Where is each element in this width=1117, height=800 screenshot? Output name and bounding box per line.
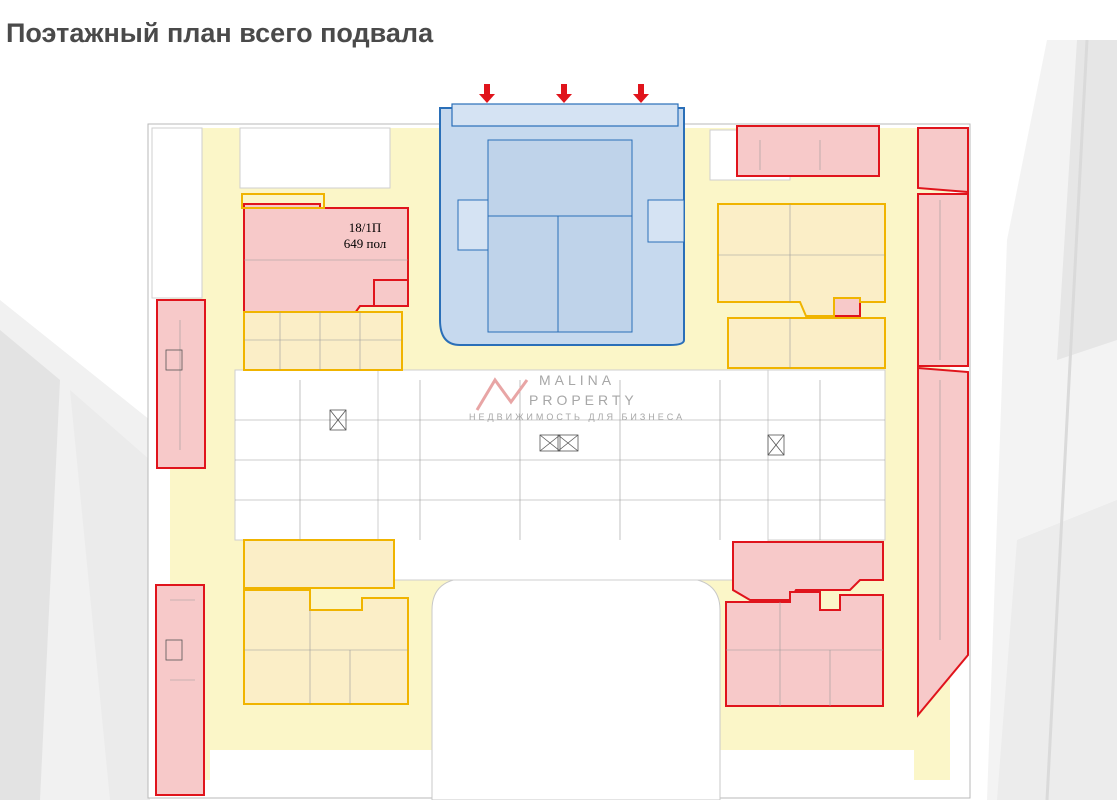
parking-area: [439, 103, 685, 346]
arrow-down-icon: [633, 84, 649, 103]
unit-label: 18/1П 649 пол: [330, 220, 400, 252]
brand-name-top: MALINA: [539, 372, 616, 388]
arrow-down-icon: [556, 84, 572, 103]
entrance-arrows: [479, 84, 649, 103]
page-title: Поэтажный план всего подвала: [6, 18, 434, 48]
room-partitions: [170, 140, 941, 706]
brand-watermark: MALINA PROPERTY НЕДВИЖИМОСТЬ ДЛЯ БИЗНЕСА: [467, 372, 682, 452]
unit-area: 649 пол: [343, 236, 387, 251]
background-decoration-left: [0, 300, 150, 800]
floor-plan: [147, 84, 971, 800]
brand-tagline: НЕДВИЖИМОСТЬ ДЛЯ БИЗНЕСА: [469, 412, 686, 422]
background-decoration-right: [987, 40, 1117, 800]
brand-name-bottom: PROPERTY: [529, 392, 638, 408]
logo-mark-icon: [475, 377, 529, 411]
unit-id: 18/1П: [348, 220, 382, 235]
occupied-units: [241, 193, 886, 705]
arrow-down-icon: [479, 84, 495, 103]
available-units: [155, 125, 969, 796]
stair-symbols: [165, 349, 785, 661]
